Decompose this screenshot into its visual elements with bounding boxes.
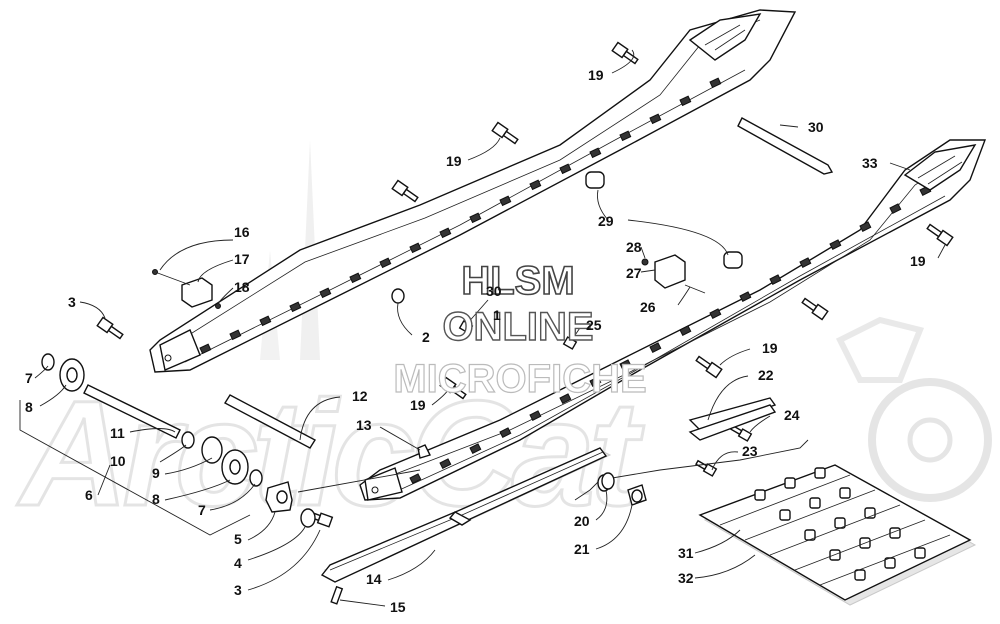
callout-15: 15 — [390, 599, 406, 615]
callout-21: 21 — [574, 541, 590, 557]
callout-11: 11 — [110, 425, 125, 441]
callout-8: 8 — [25, 399, 33, 415]
track-section — [698, 464, 977, 606]
callout-20: 20 — [574, 513, 590, 529]
bolts — [96, 41, 954, 528]
leader-lines — [19, 49, 946, 607]
callout-7: 7 — [198, 502, 206, 518]
callout-19: 19 — [762, 340, 778, 356]
brand-watermark: ArcticCat — [15, 140, 992, 539]
callout-22: 22 — [758, 367, 774, 383]
scraper-22 — [688, 397, 777, 441]
callout-30: 30 — [486, 283, 502, 299]
callout-3: 3 — [68, 294, 76, 310]
callout-16: 16 — [234, 224, 250, 240]
callout-32: 32 — [678, 570, 694, 586]
callout-31: 31 — [678, 545, 694, 561]
brand-watermark-text: ArcticCat — [16, 369, 645, 537]
callout-13: 13 — [356, 417, 372, 433]
callout-1: 1 — [493, 307, 501, 323]
callout-5: 5 — [234, 531, 242, 547]
callout-6: 6 — [85, 487, 93, 503]
bracket-16-17-18 — [152, 269, 221, 309]
callout-29: 29 — [598, 213, 614, 229]
callout-26: 26 — [640, 299, 656, 315]
callout-33: 33 — [862, 155, 878, 171]
hlsm-watermark: HLSM ONLINE MICROFICHE — [393, 258, 648, 401]
callout-19: 19 — [588, 67, 604, 83]
callout-18: 18 — [234, 279, 250, 295]
callout-23: 23 — [742, 443, 758, 459]
rail-near — [359, 139, 987, 501]
callout-19: 19 — [410, 397, 426, 413]
watermark-microfiche: MICROFICHE — [393, 357, 646, 401]
callout-labels: 19 30 33 19 29 16 17 18 28 27 19 30 1 26… — [25, 67, 926, 615]
callout-25: 25 — [586, 317, 602, 333]
callout-9: 9 — [152, 465, 160, 481]
callout-12: 12 — [352, 388, 368, 404]
callout-14: 14 — [366, 571, 382, 587]
cross-shaft-30 — [737, 117, 834, 175]
callout-28: 28 — [626, 239, 642, 255]
callout-17: 17 — [234, 251, 250, 267]
callout-8: 8 — [152, 491, 160, 507]
callout-24: 24 — [784, 407, 800, 423]
axle-assembly — [59, 358, 431, 513]
callout-19: 19 — [446, 153, 462, 169]
callout-2: 2 — [422, 329, 430, 345]
callout-27: 27 — [626, 265, 642, 281]
torsion-spring-20 — [574, 439, 809, 506]
spacer-29 — [585, 171, 743, 269]
callout-10: 10 — [110, 453, 126, 469]
rail-far — [149, 9, 797, 373]
callout-3: 3 — [234, 582, 242, 598]
hyfax-slide-14 — [320, 447, 612, 605]
callout-19: 19 — [910, 253, 926, 269]
callout-30: 30 — [808, 119, 824, 135]
block-26-27 — [641, 254, 706, 294]
callout-4: 4 — [234, 555, 242, 571]
watermark-hlsm: HLSM — [461, 259, 574, 303]
callout-7: 7 — [25, 370, 33, 386]
watermark-online: ONLINE — [442, 305, 593, 349]
